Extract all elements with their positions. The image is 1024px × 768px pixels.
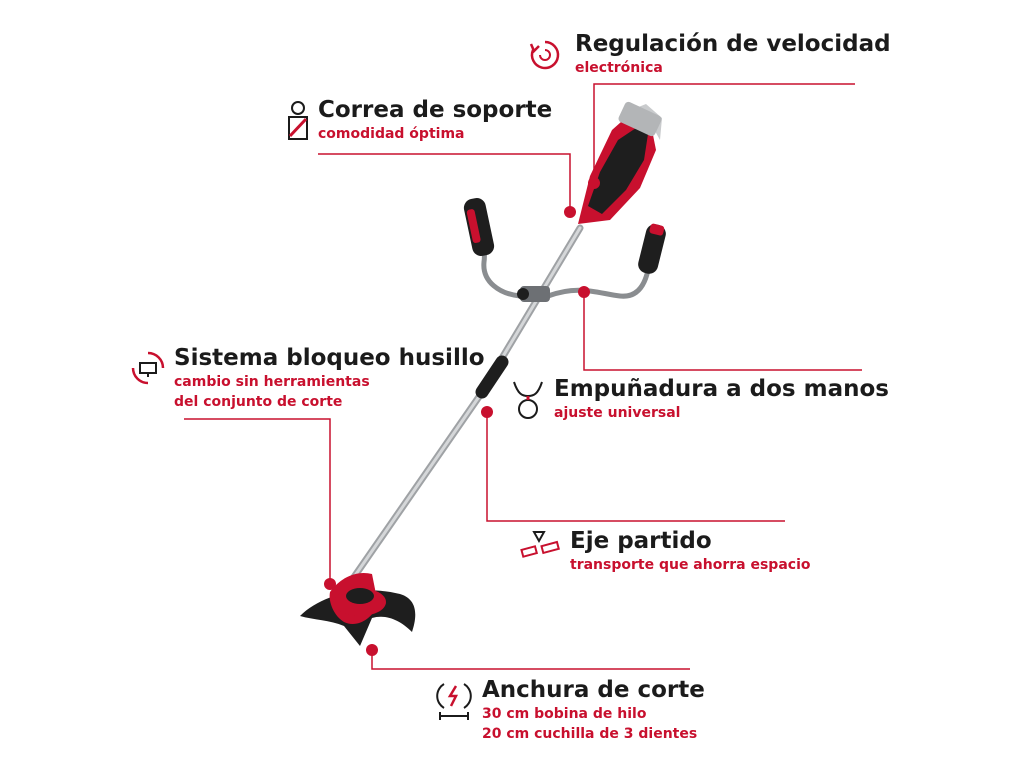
feature-speed-title: Regulación de velocidad [575,31,891,57]
feature-handle-line-1: ajuste universal [554,405,681,421]
callout-dots [324,177,600,656]
feature-strap-line-1: comodidad óptima [318,126,465,142]
feature-cut: Anchura de corte 30 cm bobina de hilo 20… [482,676,705,744]
split-shaft-icon [520,531,560,558]
dot-handle [578,286,590,298]
feature-spindle-line-2: del conjunto de corte [174,394,343,410]
dot-spindle [324,578,336,590]
feature-shaft-line-1: transporte que ahorra espacio [570,557,811,573]
tool-change-icon [131,351,165,385]
person-strap-icon [288,101,308,140]
dot-strap [564,206,576,218]
feature-cut-title: Anchura de corte [482,677,705,703]
trimmer-head [300,572,416,646]
dot-speed [588,177,600,189]
feature-handle: Empuñadura a dos manos ajuste universal [554,375,889,423]
feature-speed-line-1: electrónica [575,60,663,76]
feature-shaft-title: Eje partido [570,528,712,554]
leader-spindle [184,418,331,584]
leader-handle [583,292,862,371]
feature-spindle-line-1: cambio sin herramientas [174,374,370,390]
feature-shaft: Eje partido transporte que ahorra espaci… [570,527,810,575]
feature-handle-title: Empuñadura a dos manos [554,376,889,402]
motor-housing [578,101,662,224]
feature-spindle: Sistema bloqueo husillo cambio sin herra… [174,344,485,412]
feature-cut-line-2: 20 cm cuchilla de 3 dientes [482,726,698,742]
leader-cut [371,650,690,670]
feature-cut-line-1: 30 cm bobina de hilo [482,706,647,722]
leader-lines [184,83,862,670]
leader-strap [318,153,571,212]
bike-handle [463,198,666,302]
feature-speed: Regulación de velocidad electrónica [575,30,891,78]
speed-dial-icon [529,40,560,70]
feature-strap: Correa de soporte comodidad óptima [318,96,552,144]
dot-cut [366,644,378,656]
bike-handle-icon [513,381,543,419]
feature-strap-title: Correa de soporte [318,97,553,123]
cut-width-icon [436,683,472,720]
feature-spindle-title: Sistema bloqueo husillo [174,345,485,371]
shaft-coupling [475,355,509,399]
leader-speed [593,83,855,183]
dot-shaft [481,406,493,418]
leader-shaft [486,412,785,522]
